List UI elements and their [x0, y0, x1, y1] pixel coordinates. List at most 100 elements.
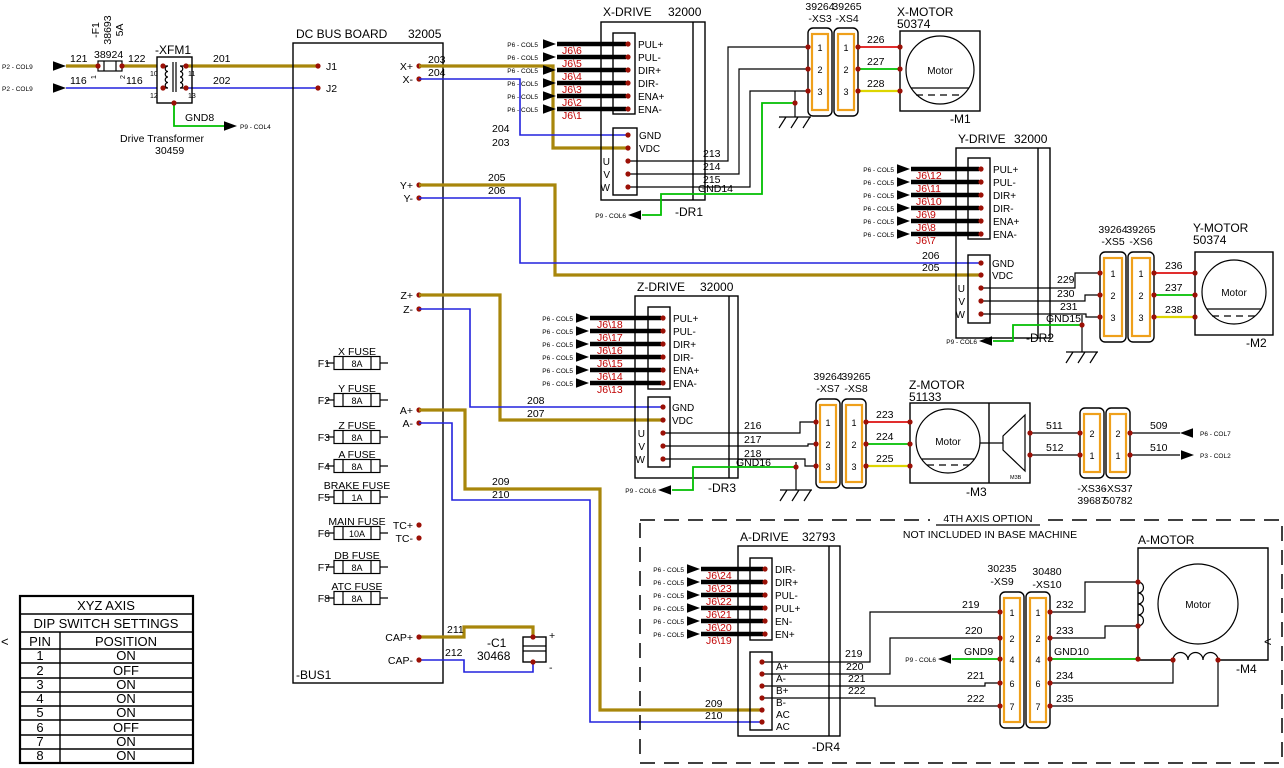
j6-label: J6\20 — [706, 622, 732, 634]
capacitor-plus: + — [549, 630, 555, 642]
pin-number: 3 — [825, 462, 830, 472]
capacitor-minus: - — [549, 662, 553, 674]
z-brake-circuit: 511 512 2 1 2 1 509 510 P6 - COL7 P3 - C… — [1030, 407, 1231, 507]
wire-221-l: 221 — [848, 673, 866, 685]
wire-203-pin: 203 — [428, 54, 446, 66]
pin-number: 1 — [1035, 608, 1040, 618]
fuse-list: X FUSE F1 8A Y FUSE F2 8A Z FUSE F3 8A A… — [318, 346, 391, 606]
dip-col-position: POSITION — [95, 634, 157, 649]
pin-label: ENA+ — [638, 92, 665, 103]
pin-number: 1 — [851, 418, 856, 428]
wire-231: 231 — [1060, 301, 1078, 313]
dip-col-pin: PIN — [29, 634, 51, 649]
wire-236: 236 — [1165, 260, 1183, 272]
j6-label: J6\22 — [706, 596, 732, 608]
fuse-rating: 8A — [351, 396, 362, 406]
terminal-x-plus: X+ — [400, 61, 413, 73]
pin-label: EN- — [775, 617, 792, 628]
wire-213: 213 — [703, 148, 721, 160]
z-connector-pair: 39264 -XS7 39265 -XS8 1 2 3 1 2 3 — [813, 371, 871, 489]
src-ref: P6 - COL5 — [653, 606, 684, 613]
a-drive-title: A-DRIVE — [740, 530, 789, 544]
a-motor-wires — [1050, 581, 1219, 707]
pin-number: 7 — [1035, 702, 1040, 712]
wire-510: 510 — [1150, 442, 1168, 454]
j6-label: J6\16 — [597, 345, 623, 357]
y-motor: Y-MOTOR 50374 Motor -M2 — [1193, 221, 1274, 350]
terminal-j1: J1 — [326, 61, 337, 73]
j6-label: J6\3 — [562, 84, 582, 96]
dest-arrow-icon — [938, 654, 951, 664]
a-signal-inputs: P6 - COL5 P6 - COL5 P6 - COL5 P6 - COL5 … — [653, 564, 800, 647]
wire-215: 215 — [703, 174, 721, 186]
fuse-rating: 10A — [349, 529, 365, 539]
dip-title-1: XYZ AXIS — [77, 598, 135, 613]
terminal-cap-minus: CAP- — [388, 655, 414, 667]
pin-label: DIR- — [673, 353, 694, 364]
wire-216: 216 — [744, 420, 762, 432]
wire-233: 233 — [1056, 625, 1074, 637]
motor-label: Motor — [1221, 288, 1247, 299]
wire-237: 237 — [1165, 282, 1183, 294]
dip-pin: 5 — [36, 705, 43, 720]
wire-gnd16: GND16 — [736, 457, 771, 469]
connector-ref: -XS37 — [1103, 483, 1132, 495]
connector-ref: -XS36 — [1077, 483, 1106, 495]
fuse-part: 38924 — [94, 49, 123, 61]
pin-number: 1 — [1115, 451, 1120, 461]
fuse-name: BRAKE FUSE — [324, 480, 391, 492]
dip-pin: 7 — [36, 734, 43, 749]
dest-ref-p9col6: P9 - COL6 — [595, 213, 626, 220]
wire-207: 207 — [527, 408, 545, 420]
fuse-ref: F1 — [318, 358, 330, 370]
transformer-section: -F1 38693 5A P2 - COL9 P2 - COL9 P9 - CO… — [2, 15, 318, 157]
pin-label: DIR+ — [993, 191, 1016, 202]
motor-label: Motor — [1185, 600, 1211, 611]
a-drive-part: 32793 — [802, 530, 836, 544]
transformer-wires — [66, 64, 318, 127]
sheet-marker-right: < — [1264, 634, 1272, 649]
pin-number: 2 — [843, 65, 848, 75]
src-ref: P6 - COL5 — [542, 368, 573, 375]
fuse-rating: 8A — [351, 594, 362, 604]
wire-gnd8: GND8 — [185, 112, 214, 124]
connector-part: 39687 — [1077, 495, 1106, 507]
fuse-ref: F7 — [318, 562, 330, 574]
wire-203-mid: 203 — [492, 137, 510, 149]
pin-label: PUL+ — [673, 314, 698, 325]
wire-204-pin: 204 — [428, 67, 446, 79]
pin-v: V — [603, 170, 610, 181]
pin-label: DIR- — [993, 204, 1014, 215]
fuse-ref-line2: 38693 — [102, 15, 114, 44]
terminal-y-plus: Y+ — [400, 180, 413, 192]
bus-board-part: 32005 — [408, 27, 442, 41]
fuse-ref: F6 — [318, 528, 330, 540]
source-arrow-icon — [53, 61, 66, 71]
pin-number: 4 — [1035, 655, 1040, 665]
capacitor-ref: -C1 — [487, 636, 507, 650]
pin-number: 3 — [1138, 313, 1143, 323]
sheet-marker-left: < — [1, 634, 9, 649]
j6-label: J6\8 — [916, 222, 936, 234]
motor-ref: -M1 — [950, 112, 971, 126]
x-signal-inputs: P6 - COL5 P6 - COL5 P6 - COL5 P6 - COL5 … — [507, 39, 665, 122]
pin-vdc: VDC — [672, 416, 693, 427]
j6-label: J6\7 — [916, 235, 936, 247]
wire-222-l: 222 — [848, 685, 866, 697]
fuse-rating: 1A — [351, 493, 362, 503]
capacitor-part: 30468 — [477, 649, 511, 663]
dest-ref-p6col7: P6 - COL7 — [1200, 431, 1231, 438]
motor-label: Motor — [927, 66, 953, 77]
wire-220-r: 220 — [965, 625, 983, 637]
bus-board-title: DC BUS BOARD — [296, 27, 388, 41]
a-drive-ref: -DR4 — [812, 740, 840, 754]
wire-214: 214 — [703, 161, 721, 173]
pin-v: V — [958, 297, 965, 308]
wire-219-l: 219 — [845, 648, 863, 660]
wire-230: 230 — [1057, 288, 1075, 300]
pin-gnd: GND — [672, 403, 694, 414]
wire-gnd14: GND14 — [698, 183, 733, 195]
fourth-axis-section: 4TH AXIS OPTION NOT INCLUDED IN BASE MAC… — [639, 512, 1283, 764]
terminal-a-minus: A- — [403, 418, 414, 430]
